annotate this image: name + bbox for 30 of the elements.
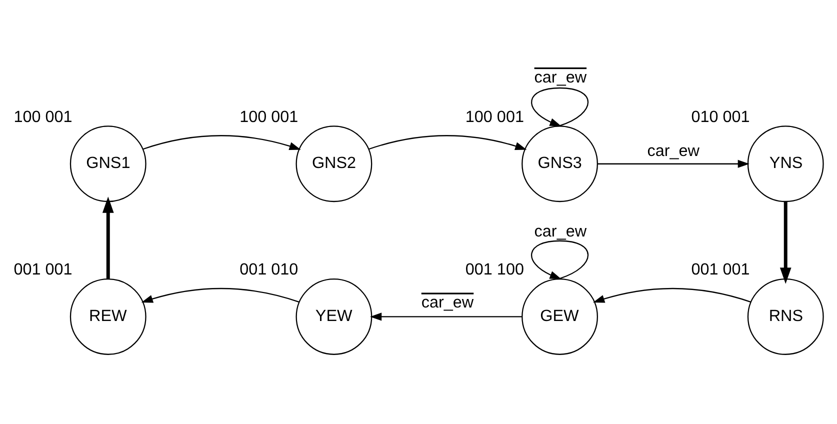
node-label: 010 001 (691, 107, 750, 126)
arrow (592, 287, 752, 302)
arrow (370, 312, 522, 320)
node-label: 001 010 (240, 260, 298, 278)
edge-label: car_ew (534, 68, 587, 86)
node-label: 100 001 (240, 107, 298, 126)
node-label: 001 001 (14, 260, 72, 278)
edge-label: car_ew (421, 293, 474, 312)
arrow (102, 196, 114, 278)
node-circle: GNS1 (70, 125, 146, 202)
arrow (780, 201, 792, 284)
arrow (531, 86, 589, 126)
node-circle: REW (70, 278, 146, 354)
node-circle: GEW (522, 278, 598, 354)
node-circle: YNS (747, 125, 824, 202)
node-label: 100 001 (465, 107, 524, 126)
node-label: 100 001 (14, 107, 72, 126)
node-circle: YEW (296, 278, 372, 354)
arrow (142, 134, 301, 150)
arrow (368, 134, 527, 150)
node-circle: GNS2 (296, 125, 372, 202)
node-circle: GNS3 (522, 125, 598, 202)
arrow (598, 159, 750, 168)
edge-label: car_ew (647, 141, 700, 160)
arrow (141, 287, 300, 302)
arrow (531, 240, 589, 279)
node-circle: RNS (747, 278, 824, 354)
node-label: 001 001 (691, 260, 750, 278)
edge-label: car_ew (534, 222, 587, 240)
node-label: 001 100 (465, 260, 524, 278)
